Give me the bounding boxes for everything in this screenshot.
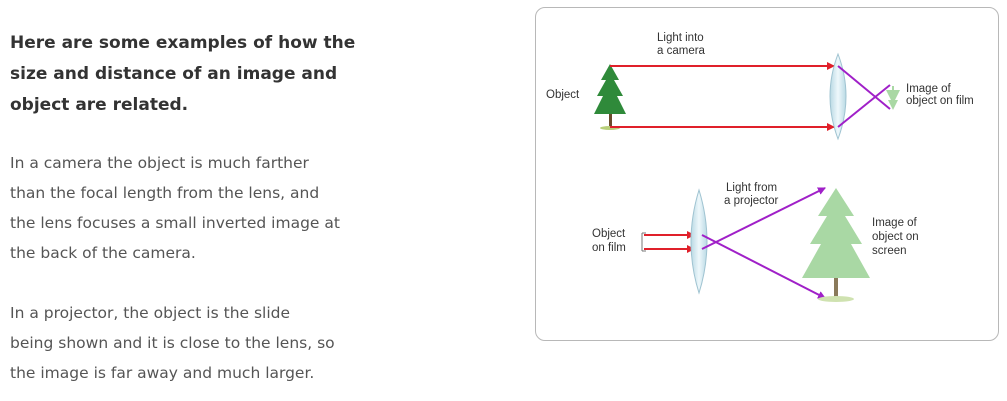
camera-image-tree-icon [886,86,900,110]
paragraph-line: the lens focuses a small inverted image … [10,214,340,232]
projector-refracted-ray [701,234,826,299]
camera-paragraph: In a camera the object is much farther t… [10,148,340,268]
paragraph-line: In a camera the object is much farther [10,154,309,172]
lens-diagram: Light into a camera Object [535,7,999,341]
projector-refracted-ray [701,187,826,250]
projector-image-label: Image of object on screen [872,217,922,257]
projector-object-label: Object on film [592,228,628,254]
paragraph-line: than the focal length from the lens, and [10,184,320,202]
projector-lens-icon [690,188,708,295]
camera-object-label: Object [546,89,580,101]
camera-refracted-ray [837,65,891,110]
projector-title: Light from a projector [724,182,780,207]
camera-image-label: Image of object on film [906,83,974,107]
section-heading: Here are some examples of how the size a… [10,28,430,121]
lens-diagram-svg: Light into a camera Object [546,32,974,302]
projector-paragraph: In a projector, the object is the slide … [10,298,335,388]
heading-line: Here are some examples of how the [10,33,356,53]
text-column: Here are some examples of how the size a… [10,28,430,121]
camera-refracted-ray [837,84,891,128]
paragraph-line: In a projector, the object is the slide [10,304,291,322]
camera-lens-icon [829,52,847,141]
projector-image-tree-icon [802,188,870,302]
paragraph-line: being shown and it is close to the lens,… [10,334,335,352]
projector-diagram: Light from a projector Object on film [592,182,922,302]
heading-line: object are related. [10,95,189,115]
paragraph-line: the image is far away and much larger. [10,364,315,382]
camera-diagram: Light into a camera Object [546,32,974,141]
heading-line: size and distance of an image and [10,64,338,84]
camera-object-tree-icon [594,64,626,130]
camera-title: Light into a camera [657,32,707,57]
paragraph-line: the back of the camera. [10,244,196,262]
